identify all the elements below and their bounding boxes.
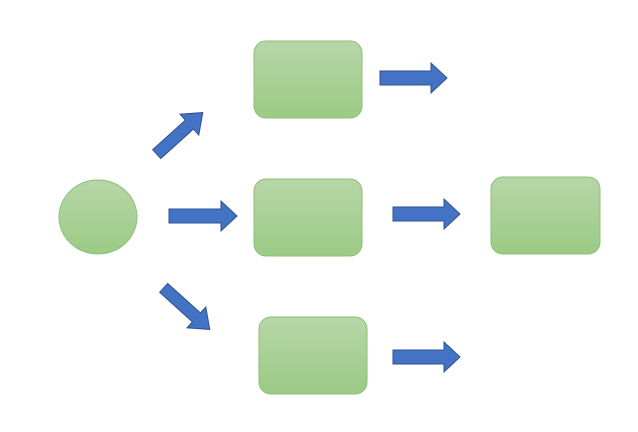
start-node xyxy=(58,179,138,255)
arrow-bottom-out xyxy=(392,340,461,374)
top-node xyxy=(253,40,363,119)
arrow-start-to-top xyxy=(151,112,204,160)
arrow-start-to-middle xyxy=(168,199,238,233)
middle-node xyxy=(253,178,363,257)
arrow-middle-to-end xyxy=(392,197,461,231)
arrow-start-to-bottom xyxy=(158,282,211,330)
arrow-top-out xyxy=(379,61,448,95)
bottom-node xyxy=(258,316,368,395)
end-node xyxy=(490,176,601,255)
